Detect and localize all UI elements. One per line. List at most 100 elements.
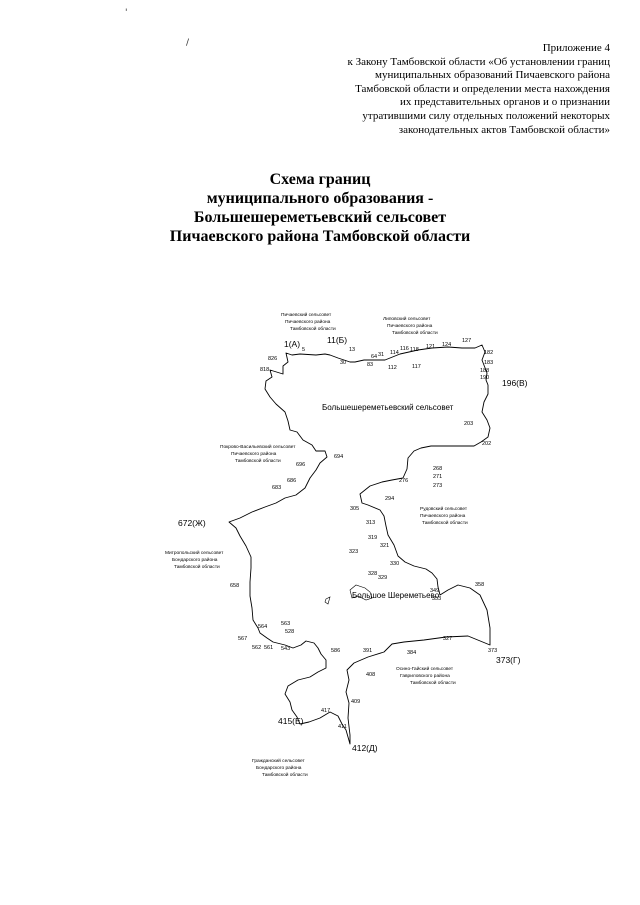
point-number: 826 [268, 356, 277, 362]
neighbor-label: Покрово-Васильевский сельсовет Пичаевско… [220, 443, 296, 464]
neighbor-line: Тамбовской области [422, 519, 468, 526]
title-line: Схема границ [269, 171, 371, 188]
point-number: 564 [258, 624, 267, 630]
point-number: 353 [432, 596, 441, 602]
point-number: 319 [368, 535, 377, 541]
point-number: 373 [488, 648, 497, 654]
neighbor-line: Пичаевский сельсовет [281, 311, 332, 318]
neighbor-label: Осино-Гайский сельсовет Гавриловского ра… [396, 665, 456, 686]
point-number: 349 [430, 588, 439, 594]
point-number: 328 [368, 571, 377, 577]
appendix-line: Тамбовской области и определении места н… [355, 82, 610, 95]
neighbor-line: Рудовский сельсовет [420, 505, 468, 512]
point-number: 696 [296, 462, 305, 468]
point-number: 586 [331, 648, 340, 654]
point-number: 276 [399, 478, 408, 484]
scan-mark: / [186, 38, 190, 48]
appendix-note: Приложение 4 к Закону Тамбовской области… [310, 42, 610, 137]
neighbor-line: Бондарского района [172, 556, 218, 563]
point-number: 327 [443, 636, 452, 642]
neighbor-label: Пичаевский сельсовет Пичаевского района … [281, 311, 336, 332]
neighbor-line: Гавриловского района [400, 672, 450, 679]
boundary-point-label: 11(Б) [327, 335, 347, 345]
point-number: 112 [388, 365, 397, 371]
point-number: 562 [252, 645, 261, 651]
point-number: 124 [442, 342, 451, 348]
appendix-line: к Закону Тамбовской области «Об установл… [347, 55, 610, 68]
point-number: 188 [480, 368, 489, 374]
point-number: 31 [378, 352, 384, 358]
neighbor-line: Тамбовской области [174, 563, 220, 570]
point-number: 409 [351, 699, 360, 705]
neighbor-line: Тамбовской области [290, 325, 336, 332]
point-number: 182 [484, 350, 493, 356]
point-number: 323 [349, 549, 358, 555]
point-number: 127 [462, 338, 471, 344]
point-number: 294 [385, 496, 394, 502]
point-number: 64 [371, 354, 377, 360]
settlement-label: Большое Шереметьево [352, 591, 440, 600]
title-line: Большешереметьевский сельсовет [193, 209, 447, 226]
point-number: 384 [407, 650, 416, 656]
neighbor-label: Митропольский сельсовет Бондарского райо… [165, 549, 224, 570]
boundary-point-label: 415(Е) [278, 716, 304, 726]
point-number: 543 [281, 646, 290, 652]
point-number: 183 [484, 360, 493, 366]
point-number: 408 [366, 672, 375, 678]
point-number: 313 [366, 520, 375, 526]
point-number: 271 [433, 474, 442, 480]
settlement-marker [324, 596, 331, 605]
point-number: 658 [230, 583, 239, 589]
point-number: 121 [426, 344, 435, 350]
boundary-line [228, 344, 491, 745]
point-number: 321 [380, 543, 389, 549]
boundary-point-label: 196(В) [502, 378, 528, 388]
neighbor-line: Тамбовской области [410, 679, 456, 686]
neighbor-line: Осино-Гайский сельсовет [396, 665, 454, 672]
title-line: Пичаевского района Тамбовской области [169, 228, 471, 245]
point-number: 190 [480, 375, 489, 381]
neighbor-line: Бондарского района [256, 764, 302, 771]
neighbor-line: Пичаевского района [231, 450, 277, 457]
point-number: 686 [287, 478, 296, 484]
point-number: 5 [302, 347, 305, 353]
point-number: 203 [464, 421, 473, 427]
settlement-outline [349, 584, 373, 601]
boundary-point-label: 373(Г) [496, 655, 521, 665]
point-number: 202 [482, 441, 491, 447]
point-number: 13 [349, 347, 355, 353]
point-number: 563 [281, 621, 290, 627]
neighbor-line: Тамбовской области [262, 771, 308, 778]
neighbor-line: Тамбовской области [235, 457, 281, 464]
point-number: 83 [367, 362, 373, 368]
point-number: 358 [475, 582, 484, 588]
neighbor-label: Гражданский сельсовет Бондарского района… [252, 757, 308, 778]
neighbor-label: Липовский сельсовет Пичаевского района Т… [383, 315, 438, 336]
point-number: 411 [338, 724, 347, 730]
neighbor-label: Рудовский сельсовет Пичаевского района Т… [420, 505, 468, 526]
point-number: 391 [363, 648, 372, 654]
neighbor-line: Тамбовской области [392, 329, 438, 336]
point-number: 694 [334, 454, 343, 460]
point-number: 683 [272, 485, 281, 491]
title-line: муниципального образования - [206, 190, 434, 207]
appendix-line: муниципальных образований Пичаевского ра… [375, 69, 610, 82]
point-number: 417 [321, 708, 330, 714]
appendix-line: их представительных органов и о признани… [399, 96, 610, 109]
appendix-line: законодательных актов Тамбовской области… [398, 123, 610, 136]
boundary-point-label: 1(А) [284, 339, 300, 349]
point-number: 567 [238, 636, 247, 642]
appendix-line: Приложение 4 [542, 42, 610, 54]
point-number: 329 [378, 575, 387, 581]
point-number: 30 [340, 360, 346, 366]
point-number: 118 [410, 347, 419, 353]
point-number: 117 [412, 364, 421, 370]
neighbor-line: Липовский сельсовет [383, 315, 431, 322]
point-number: 268 [433, 466, 442, 472]
point-number: 305 [350, 506, 359, 512]
boundary-point-label: 672(Ж) [178, 518, 206, 528]
neighbor-line: Пичаевского района [285, 318, 331, 325]
boundary-point-label: 412(Д) [352, 743, 378, 753]
page-title: Схема границ муниципального образования … [0, 170, 640, 246]
